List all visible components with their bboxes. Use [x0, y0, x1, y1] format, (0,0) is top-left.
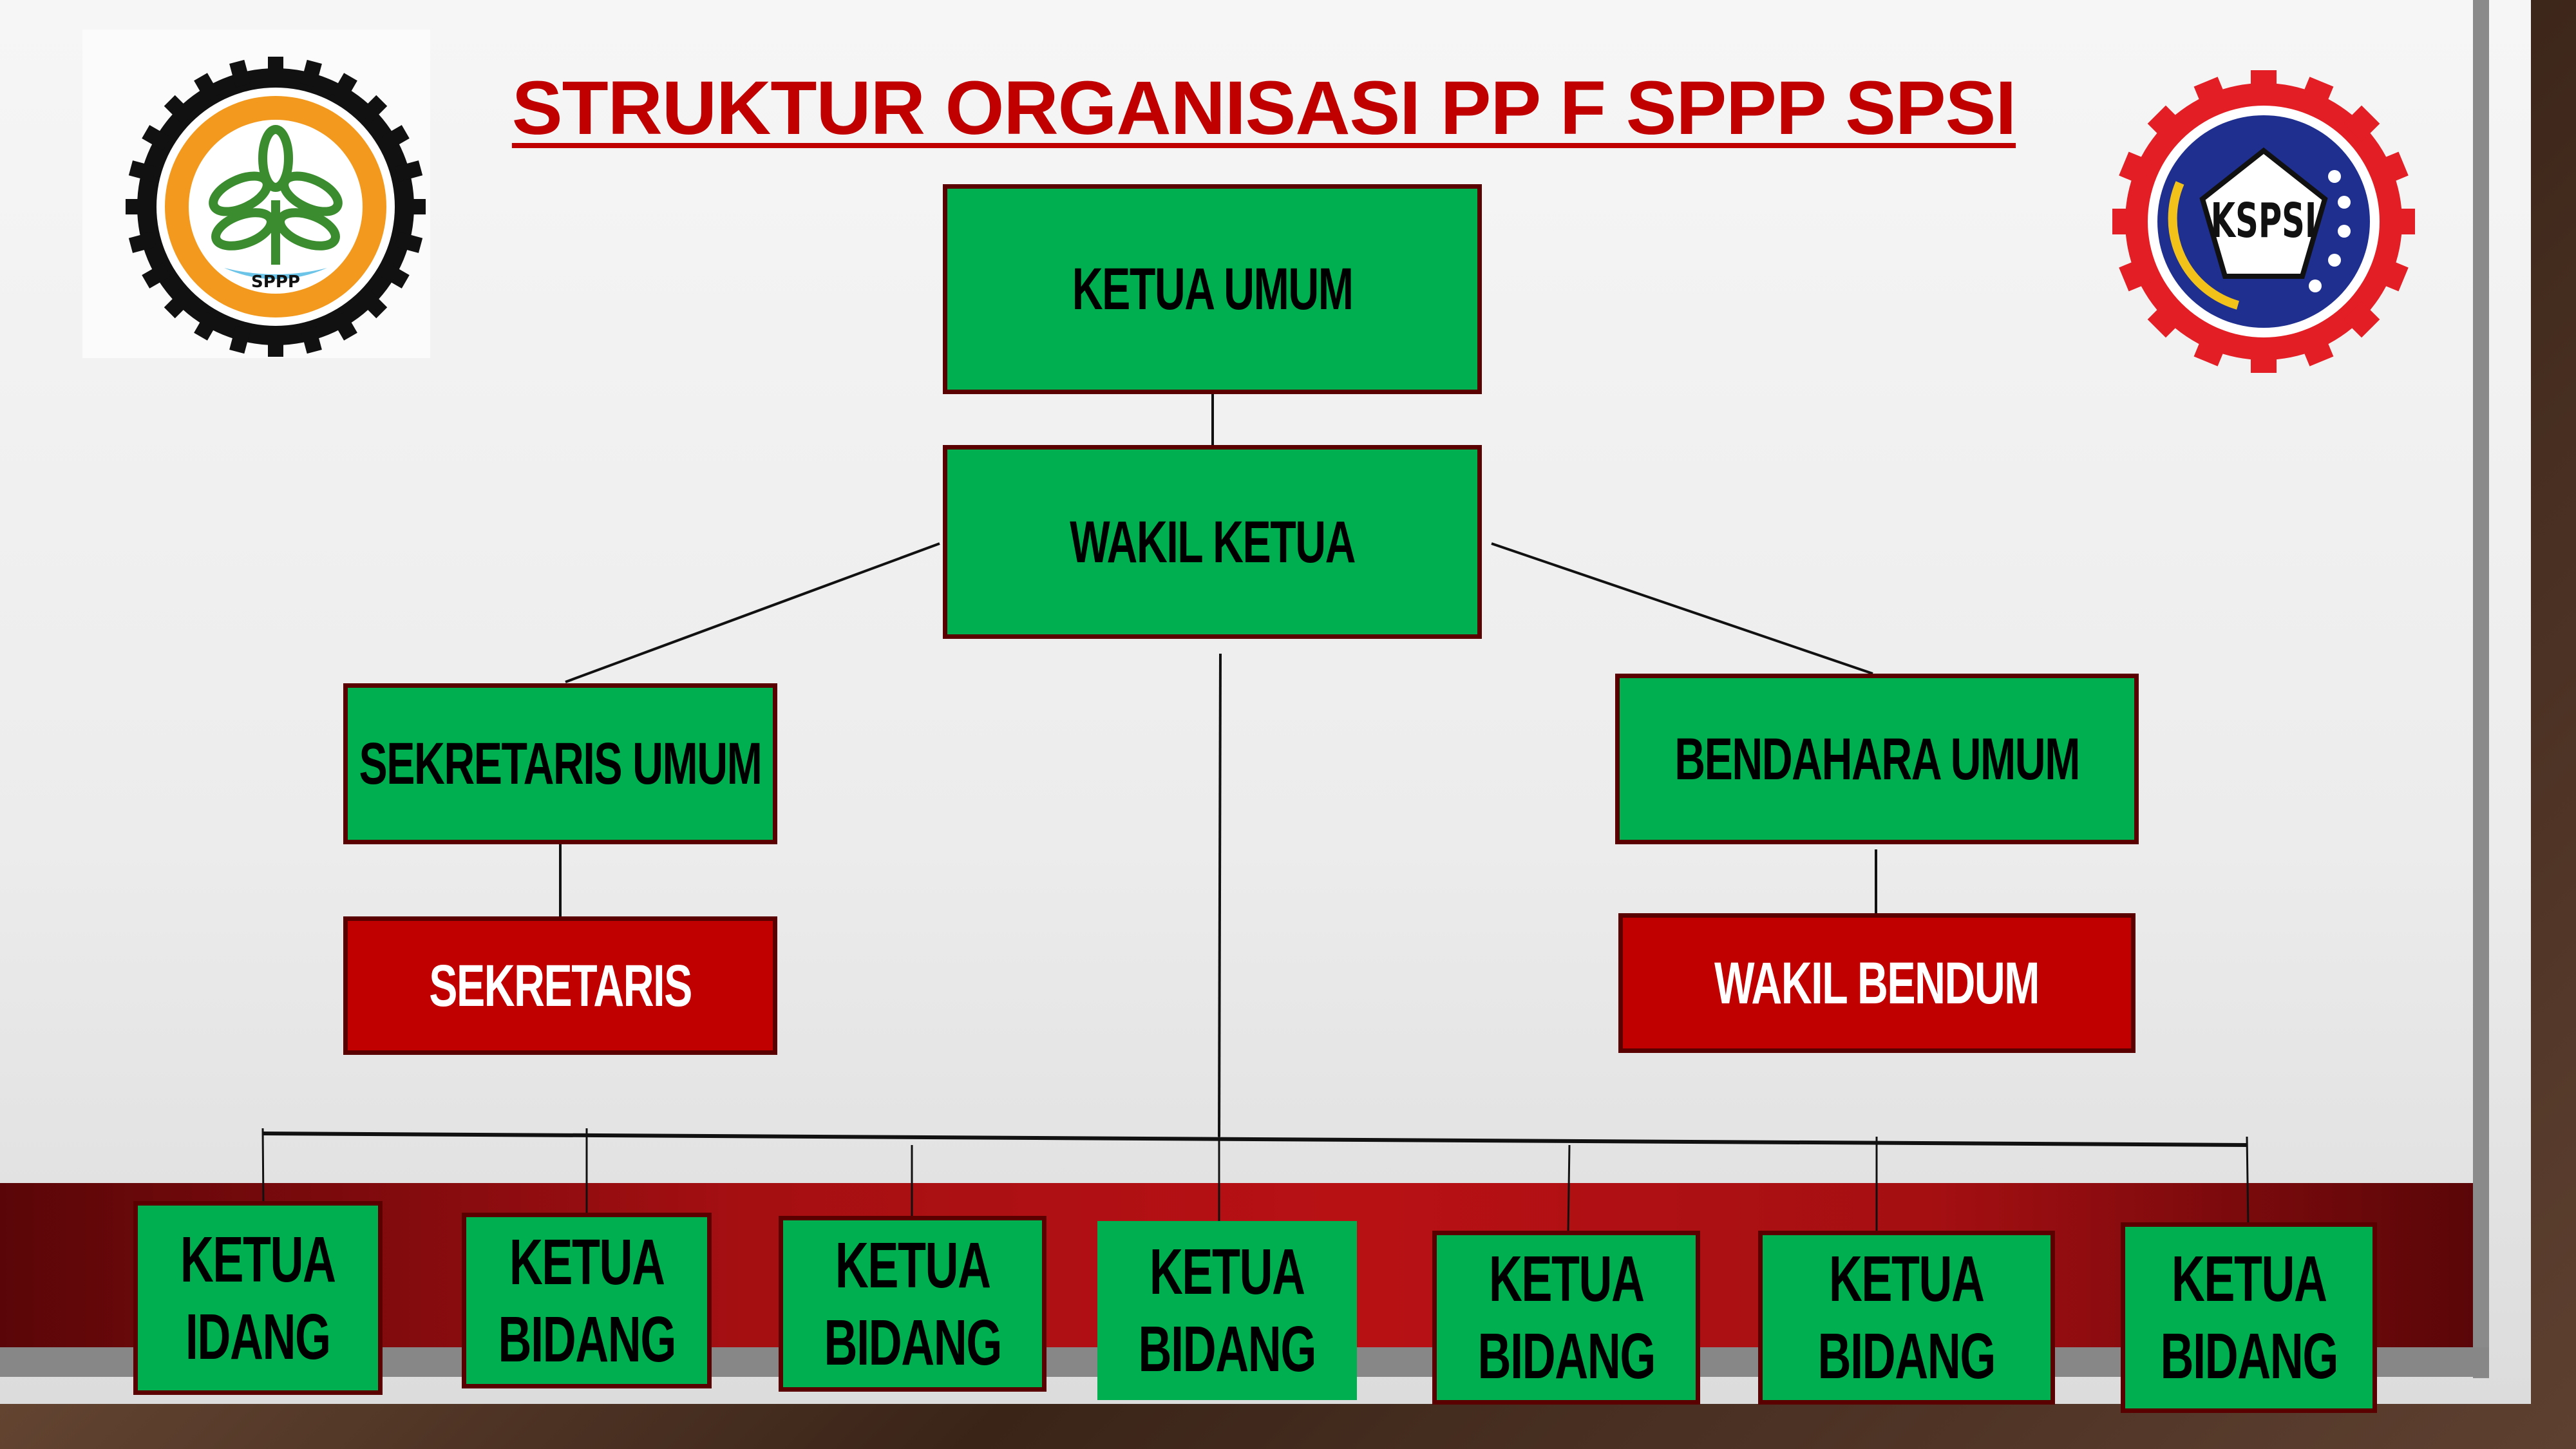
label-bendahara-umum: BENDAHARA UMUM: [1674, 726, 2080, 792]
label-wakil-bendum: WAKIL BENDUM: [1714, 950, 2040, 1016]
line-wakil-bidang-trunk: [1218, 653, 1222, 1137]
label-ketua-bidang: KETUA BIDANG: [1138, 1236, 1317, 1385]
box-ketua-umum: KETUA UMUM: [943, 184, 1482, 394]
page-title: STRUKTUR ORGANISASI PP F SPPP SPSI: [511, 66, 2016, 151]
slide-frame-shadow: [2473, 0, 2489, 1378]
label-ketua-bidang: KETUA BIDANG: [824, 1229, 1002, 1379]
gear-tooth: [359, 95, 388, 124]
kspsi-logo: KSPSI: [2105, 62, 2423, 381]
logo-abbr-kspsi: KSPSI: [2211, 193, 2317, 249]
gear-tooth: [268, 57, 283, 81]
label-ketua-bidang: KETUA BIDANG: [1817, 1243, 1996, 1392]
line-wakil-sekretaris-umum: [565, 542, 940, 683]
gear-tooth: [2193, 77, 2228, 111]
gear-tooth: [2193, 332, 2228, 366]
label-sekretaris: SEKRETARIS: [429, 952, 692, 1019]
box-ketua-bidang-6: KETUA BIDANG: [1758, 1231, 2055, 1405]
label-ketua-bidang: KETUA BIDANG: [498, 1226, 676, 1376]
box-bendahara-umum: BENDAHARA UMUM: [1615, 674, 2139, 844]
gear-tooth: [2119, 151, 2153, 185]
gear-tooth: [164, 95, 193, 124]
gear-tooth: [2300, 332, 2334, 366]
gear-tooth: [380, 263, 410, 289]
gear-tooth: [2374, 151, 2409, 185]
gear-tooth: [268, 332, 283, 357]
gear-tooth: [2251, 347, 2277, 373]
box-wakil-ketua: WAKIL KETUA: [943, 445, 1482, 639]
gear-tooth: [128, 160, 156, 182]
box-ketua-bidang-2: KETUA BIDANG: [462, 1213, 712, 1388]
label-sekretaris-umum: SEKRETARIS UMUM: [359, 731, 762, 797]
gear-tooth: [194, 311, 220, 341]
gear-tooth: [2119, 258, 2153, 292]
gear-tooth: [395, 160, 423, 182]
line-bidang-horizontal: [262, 1132, 2248, 1147]
sppp-logo: SPPP: [82, 30, 430, 358]
gear-tooth: [2112, 209, 2138, 234]
line-bidang-drop-7: [2246, 1136, 2249, 1226]
gear-tooth: [300, 326, 322, 354]
gear-tooth: [359, 290, 388, 319]
gear-tooth: [194, 73, 220, 102]
box-ketua-bidang-7: KETUA BIDANG: [2121, 1222, 2377, 1413]
gear-tooth: [380, 125, 410, 151]
gear-tooth: [2300, 77, 2334, 111]
gear-tooth: [332, 311, 357, 341]
label-ketua-bidang: KETUA BIDANG: [1477, 1243, 1656, 1392]
gear-tooth: [2251, 70, 2277, 96]
box-sekretaris-umum: SEKRETARIS UMUM: [343, 683, 777, 844]
line-wakil-bendahara-umum: [1491, 542, 1873, 675]
gear-tooth: [401, 199, 426, 214]
gear-tooth: [332, 73, 357, 102]
box-sekretaris: SEKRETARIS: [343, 916, 777, 1055]
box-ketua-bidang-1: KETUA IDANG: [133, 1201, 383, 1395]
gear-tooth: [229, 59, 251, 88]
gear-tooth: [128, 231, 156, 253]
box-ketua-bidang-3: KETUA BIDANG: [779, 1216, 1046, 1392]
gear-tooth: [2389, 209, 2415, 234]
gear-tooth: [142, 125, 171, 151]
box-ketua-bidang-4: KETUA BIDANG: [1097, 1221, 1357, 1400]
label-ketua-umum: KETUA UMUM: [1072, 256, 1354, 322]
box-ketua-bidang-5: KETUA BIDANG: [1432, 1231, 1700, 1405]
line-bidang-drop-5: [1567, 1144, 1571, 1234]
box-wakil-bendum: WAKIL BENDUM: [1618, 913, 2136, 1053]
gear-tooth: [395, 231, 423, 253]
gear-tooth: [2374, 258, 2409, 292]
label-ketua-bidang: KETUA IDANG: [180, 1223, 336, 1373]
logo-abbr-sppp: SPPP: [251, 272, 300, 292]
gear-tooth: [142, 263, 171, 289]
gear-tooth: [126, 199, 150, 214]
gear-tooth: [300, 59, 322, 88]
label-wakil-ketua: WAKIL KETUA: [1070, 509, 1356, 575]
gear-tooth: [229, 326, 251, 354]
gear-tooth: [164, 290, 193, 319]
label-ketua-bidang: KETUA BIDANG: [2160, 1243, 2338, 1392]
